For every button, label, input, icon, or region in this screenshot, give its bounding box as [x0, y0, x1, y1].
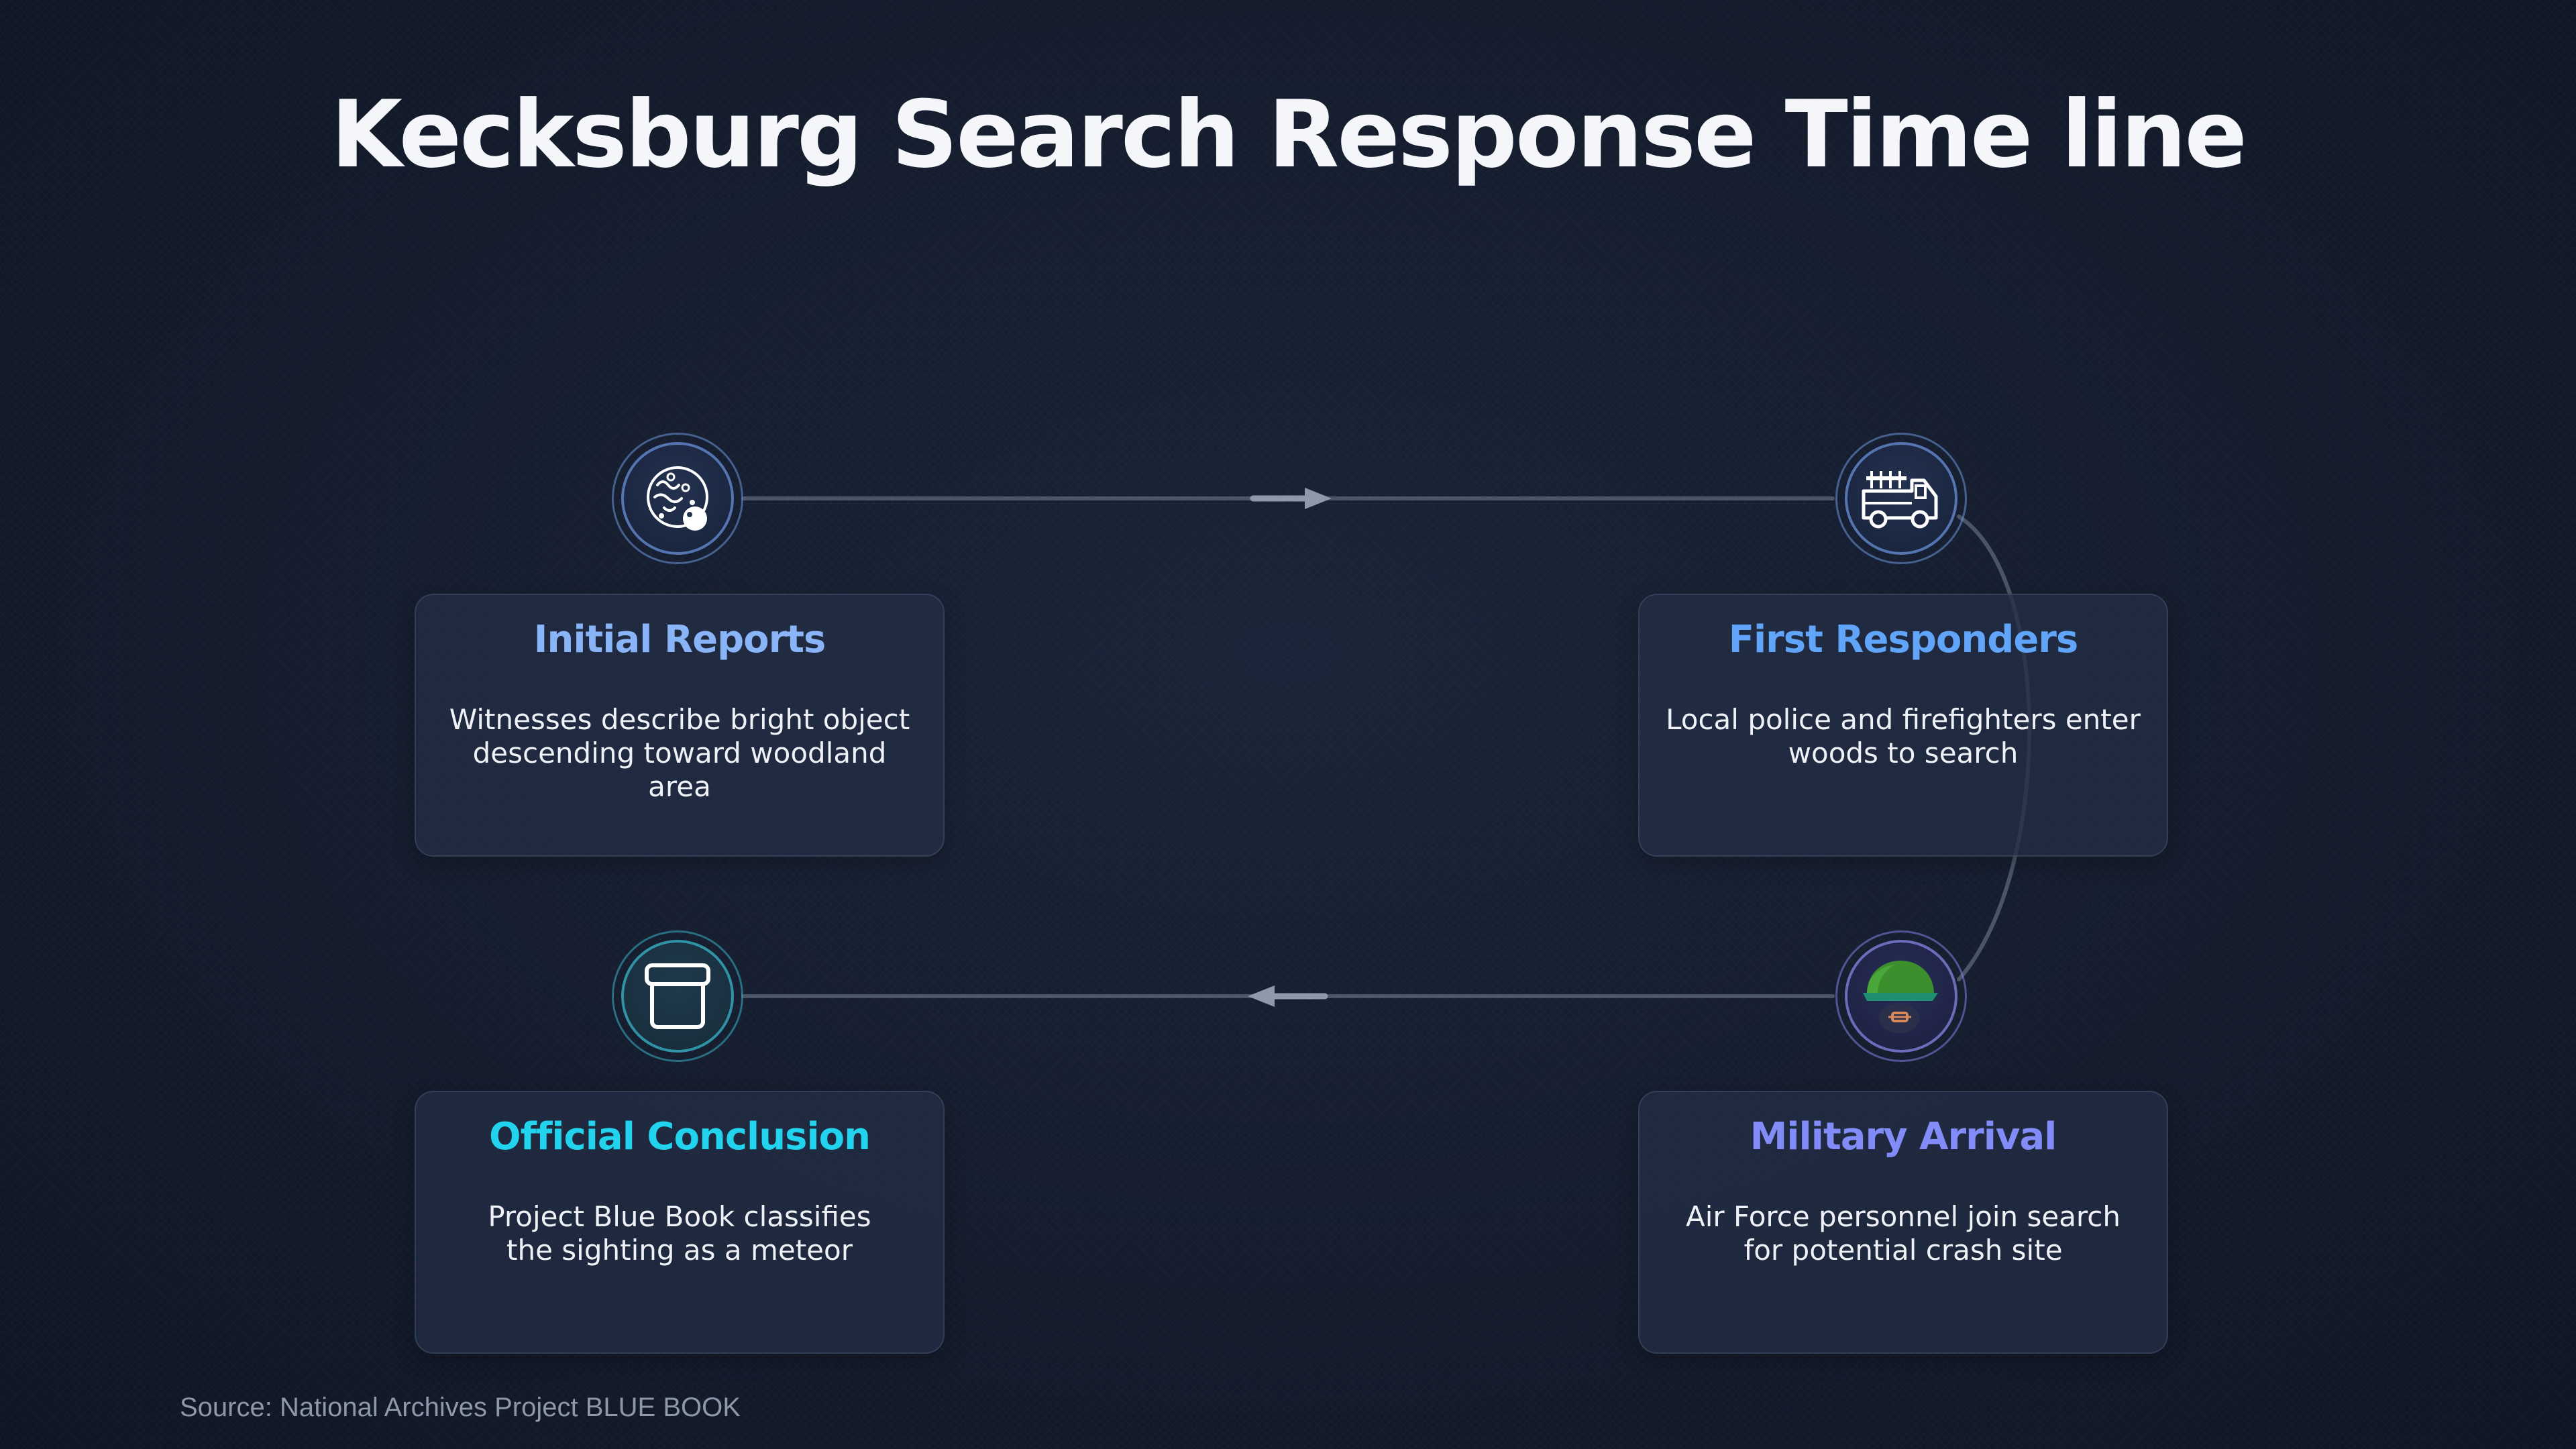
- archive-box-icon: [645, 963, 710, 1029]
- step-description: Local police and firefighters enter wood…: [1666, 703, 2141, 769]
- step-title: Initial Reports: [533, 618, 826, 661]
- step-node-initial-reports: [612, 433, 743, 564]
- step-node-first-responders: [1835, 433, 1967, 564]
- step-card-first-responders: First Responders Local police and firefi…: [1638, 594, 2168, 857]
- step-description: Air Force personnel join search for pote…: [1686, 1200, 2121, 1267]
- page-title: Kecksburg Search Response Time line: [331, 80, 2247, 189]
- step-card-initial-reports: Initial Reports Witnesses describe brigh…: [415, 594, 945, 857]
- arrow-right-icon: [1250, 488, 1332, 509]
- step-card-military-arrival: Military Arrival Air Force personnel joi…: [1638, 1091, 2168, 1354]
- step-node-military-arrival: [1835, 930, 1967, 1062]
- meteor-icon: [647, 466, 708, 531]
- step-description: Project Blue Book classifies the sightin…: [488, 1200, 871, 1267]
- step-title: Military Arrival: [1750, 1115, 2057, 1159]
- step-node-official-conclusion: [612, 930, 743, 1062]
- step-card-official-conclusion: Official Conclusion Project Blue Book cl…: [415, 1091, 945, 1354]
- fire-truck-icon: [1862, 471, 1938, 529]
- step-title: First Responders: [1728, 618, 2079, 661]
- source-note: Source: National Archives Project BLUE B…: [180, 1393, 741, 1422]
- step-description: Witnesses describe bright object descend…: [449, 703, 910, 803]
- arrow-left-icon: [1248, 985, 1328, 1007]
- step-title: Official Conclusion: [489, 1115, 871, 1159]
- military-helmet-icon: [1863, 961, 1938, 1033]
